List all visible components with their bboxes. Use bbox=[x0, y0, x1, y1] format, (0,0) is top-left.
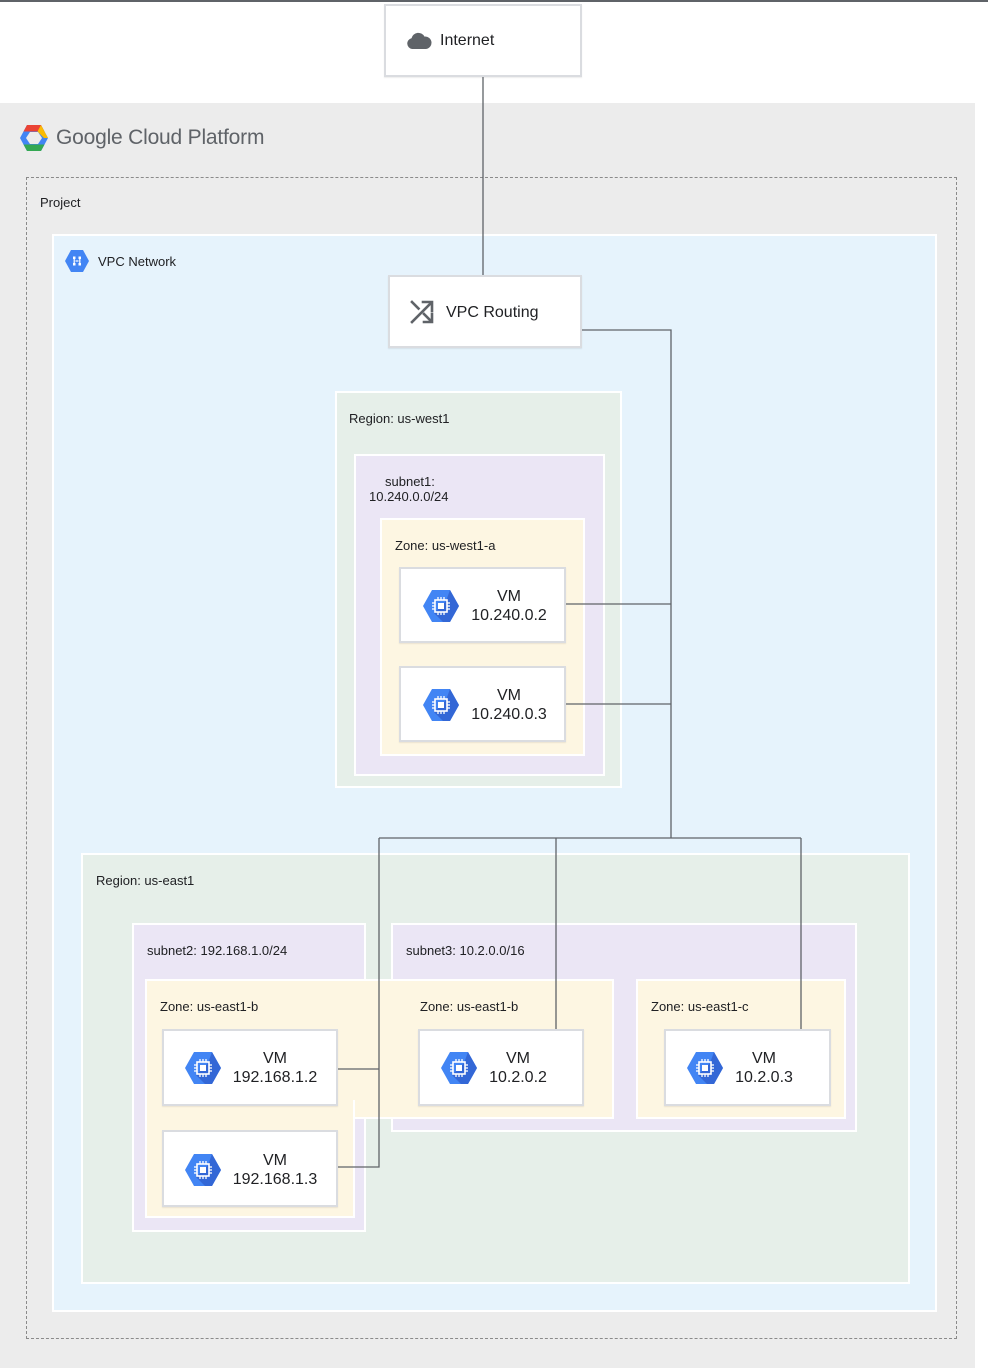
vpc-routing-node[interactable]: VPC Routing bbox=[388, 275, 582, 348]
zone-us-west1-a-label: Zone: us-west1-a bbox=[395, 538, 496, 553]
compute-engine-icon bbox=[687, 1052, 723, 1084]
vm-text: VM 192.168.1.2 bbox=[220, 1049, 330, 1087]
vm-title: VM bbox=[263, 1152, 287, 1169]
vm-ip: 10.2.0.3 bbox=[735, 1069, 793, 1086]
connector-routing-trunk bbox=[581, 329, 672, 838]
subnet1-label-line1: subnet1: bbox=[385, 474, 435, 489]
vm-card-10-2-0-3[interactable]: VM 10.2.0.3 bbox=[664, 1029, 831, 1106]
vm-title: VM bbox=[263, 1050, 287, 1067]
vm-title: VM bbox=[497, 687, 521, 704]
zone-us-east1-c-label: Zone: us-east1-c bbox=[651, 999, 749, 1014]
vm-ip: 192.168.1.2 bbox=[232, 1069, 318, 1086]
internet-node[interactable]: Internet bbox=[384, 4, 582, 77]
vm-card-10-240-0-3[interactable]: VM 10.240.0.3 bbox=[399, 666, 566, 742]
compute-engine-icon bbox=[423, 689, 459, 721]
top-border-line bbox=[0, 0, 988, 2]
subnet1-label-line2: 10.240.0.0/24 bbox=[369, 489, 449, 504]
project-label: Project bbox=[40, 195, 81, 210]
subnet3-label: subnet3: 10.2.0.0/16 bbox=[406, 943, 525, 958]
vm-ip: 10.240.0.2 bbox=[471, 607, 547, 624]
project-container bbox=[26, 177, 957, 1339]
vm-text: VM 10.240.0.3 bbox=[459, 686, 559, 724]
internet-label: Internet bbox=[440, 32, 495, 49]
vm-title: VM bbox=[752, 1050, 776, 1067]
vm-title: VM bbox=[497, 588, 521, 605]
cloud-icon bbox=[407, 32, 432, 49]
vm-text: VM 10.2.0.2 bbox=[476, 1049, 560, 1087]
compute-engine-icon bbox=[423, 590, 459, 622]
vm-ip: 192.168.1.3 bbox=[232, 1171, 318, 1188]
compute-engine-icon bbox=[185, 1052, 221, 1084]
vm-text: VM 10.2.0.3 bbox=[722, 1049, 806, 1087]
vpc-network-label: VPC Network bbox=[98, 254, 177, 269]
vm-card-192-168-1-3[interactable]: VM 192.168.1.3 bbox=[162, 1130, 338, 1207]
shuffle-routing-icon bbox=[410, 300, 434, 324]
gcp-logo-text: Google Cloud Platform bbox=[56, 126, 265, 149]
region-us-east1-label: Region: us-east1 bbox=[96, 873, 195, 888]
vm-text: VM 10.240.0.2 bbox=[459, 587, 559, 625]
compute-engine-icon bbox=[185, 1154, 221, 1186]
region-us-west1-label: Region: us-west1 bbox=[349, 411, 450, 426]
vm-ip: 10.2.0.2 bbox=[489, 1069, 547, 1086]
vpc-network-icon bbox=[65, 250, 89, 272]
vm-ip: 10.240.0.3 bbox=[471, 706, 547, 723]
vm-card-10-2-0-2[interactable]: VM 10.2.0.2 bbox=[418, 1029, 584, 1106]
compute-engine-icon bbox=[441, 1052, 477, 1084]
zone-us-east1-b-label-subnet3: Zone: us-east1-b bbox=[420, 999, 519, 1014]
vm-title: VM bbox=[506, 1050, 530, 1067]
zone-us-east1-b-label-subnet2: Zone: us-east1-b bbox=[160, 999, 259, 1014]
gcp-hexagon-logo-icon bbox=[20, 125, 48, 151]
subnet2-label: subnet2: 192.168.1.0/24 bbox=[147, 943, 288, 958]
vpc-routing-label: VPC Routing bbox=[446, 304, 539, 321]
connector-subnet2-drop bbox=[337, 838, 380, 1168]
vm-card-10-240-0-2[interactable]: VM 10.240.0.2 bbox=[399, 567, 566, 643]
vm-text: VM 192.168.1.3 bbox=[220, 1151, 330, 1189]
vm-card-192-168-1-2[interactable]: VM 192.168.1.2 bbox=[162, 1029, 338, 1106]
